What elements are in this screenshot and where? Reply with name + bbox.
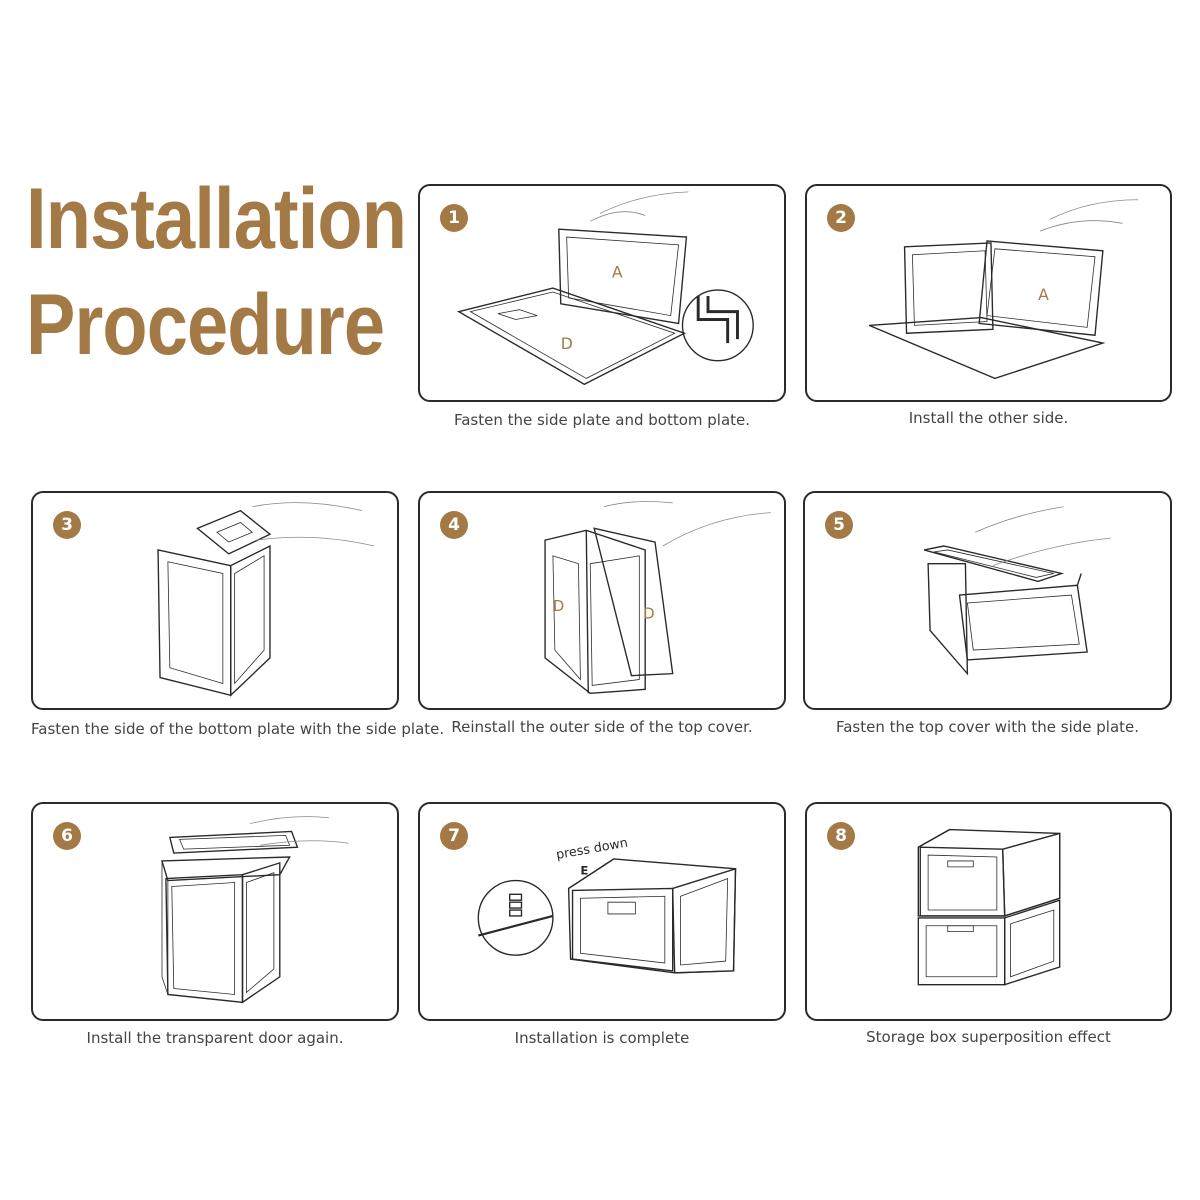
step-1-illustration: A D — [420, 186, 784, 400]
step-3-illustration — [33, 493, 397, 708]
step-5-caption: Fasten the top cover with the side plate… — [803, 718, 1172, 736]
step-7-illustration: press down E — [420, 804, 784, 1019]
step-5-panel: 5 — [803, 491, 1172, 710]
step-7-label-e: E — [580, 864, 588, 878]
step-2-caption: Install the other side. — [805, 409, 1172, 427]
step-6-illustration — [33, 804, 397, 1019]
step-4-illustration: D D — [420, 493, 784, 708]
title-line-1: Installation — [26, 176, 406, 262]
step-4-caption: Reinstall the outer side of the top cove… — [418, 718, 786, 736]
step-1-panel: 1 A D — [418, 184, 786, 402]
step-5-illustration — [805, 493, 1170, 708]
step-4-panel: 4 D D — [418, 491, 786, 710]
step-7-panel: 7 press down E — [418, 802, 786, 1021]
step-8-illustration — [807, 804, 1170, 1019]
step-4-label-d1: D — [553, 598, 564, 615]
step-8-caption: Storage box superposition effect — [805, 1028, 1172, 1046]
step-8-panel: 8 — [805, 802, 1172, 1021]
title-line-2: Procedure — [26, 282, 384, 368]
step-4-label-d2: D — [643, 606, 654, 623]
step-7-caption: Installation is complete — [418, 1029, 786, 1047]
step-3-panel: 3 — [31, 491, 399, 710]
step-1-label-d: D — [561, 334, 573, 353]
step-2-label-a: A — [1038, 285, 1049, 304]
step-1-label-a: A — [612, 262, 623, 281]
step-2-panel: 2 A — [805, 184, 1172, 402]
step-2-illustration: A — [807, 186, 1170, 400]
step-3-caption: Fasten the side of the bottom plate with… — [31, 720, 399, 738]
step-6-panel: 6 — [31, 802, 399, 1021]
step-6-caption: Install the transparent door again. — [31, 1029, 399, 1047]
step-1-caption: Fasten the side plate and bottom plate. — [418, 411, 786, 429]
